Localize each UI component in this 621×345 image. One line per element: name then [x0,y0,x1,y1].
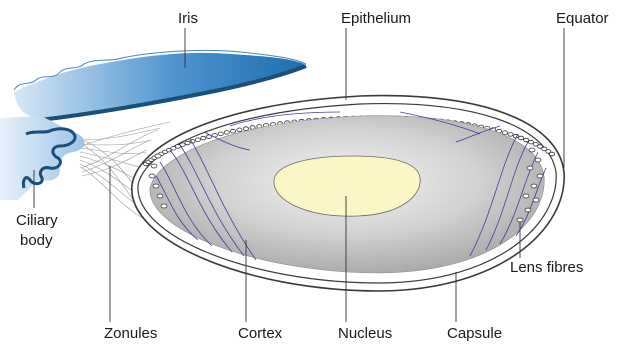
label-ciliary-body-line2: body [20,232,53,250]
label-epithelium: Epithelium [341,10,411,28]
epithelial-cell [528,140,533,144]
label-ciliary-body-line1: Ciliary [16,212,58,230]
label-capsule: Capsule [447,325,502,343]
epithelial-cell [524,138,529,142]
epithelial-cell [508,133,513,137]
epithelial-cell [243,127,248,131]
epithelial-cell [502,131,507,135]
label-cortex: Cortex [238,325,282,343]
epithelial-cell [195,138,200,142]
epithelial-cell [218,132,223,136]
epithelial-cell [549,152,554,156]
label-equator: Equator [556,10,609,28]
epithelial-cell [237,128,242,132]
label-nucleus: Nucleus [338,325,392,343]
epithelial-cell [201,136,206,140]
epithelial-cell [224,131,229,135]
epithelial-cell [230,129,235,133]
epithelial-cell [185,141,190,145]
label-zonules: Zonules [104,325,157,343]
label-lens-fibres: Lens fibres [510,259,583,277]
ciliary-body [0,116,84,200]
label-iris: Iris [178,10,198,28]
epithelial-cell [519,136,524,140]
